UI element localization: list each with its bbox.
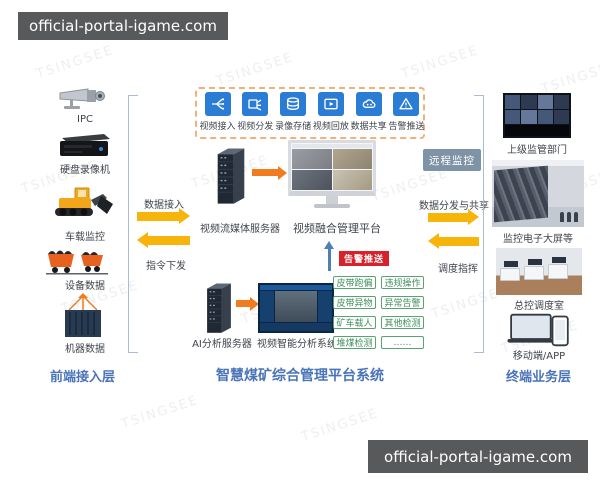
- monitor-toolbar: [292, 144, 372, 148]
- playback-icon: [317, 92, 344, 116]
- data-share-icon: [355, 92, 382, 116]
- fusion-platform-label: 视频融合管理平台: [293, 222, 381, 235]
- detection-violation: 违规操作: [381, 276, 424, 289]
- machine-data-label: 机器数据: [65, 344, 105, 355]
- capability-storage: 录像存储: [275, 92, 312, 132]
- playback-label: 视频回放: [312, 122, 349, 132]
- alarm-push-icon: [393, 92, 420, 116]
- storage-icon: [280, 92, 307, 116]
- ai-server-label: AI分析服务器: [192, 339, 252, 350]
- data-distribute-share-arrow: [428, 209, 479, 225]
- video-access-label: 视频接入: [199, 122, 236, 132]
- ipc-camera-icon: [58, 86, 108, 112]
- remote-monitor-badge: 远程监控: [423, 149, 481, 171]
- top-site-text: official-portal-igame.com: [29, 17, 217, 35]
- monitor-video-grid: [292, 149, 372, 190]
- detection-other: 其他检测: [381, 316, 424, 329]
- vehicle-monitor-label: 车载监控: [65, 232, 105, 243]
- video-distribute-icon: [242, 92, 269, 116]
- data-access-arrow: [137, 208, 190, 224]
- bottom-site-banner: official-portal-igame.com: [368, 440, 588, 473]
- dispatch-command-label: 调度指挥: [438, 264, 478, 275]
- video-distribute-label: 视频分发: [237, 122, 274, 132]
- media-to-fusion-arrow: [252, 165, 287, 180]
- command-down-arrow: [137, 232, 190, 248]
- data-access-label: 数据接入: [144, 200, 184, 211]
- dvr-icon: [54, 132, 112, 160]
- alarm-push-badge: 告警推送: [339, 251, 389, 266]
- detection-minecart-person: 矿车载人: [333, 316, 376, 329]
- data-distribute-share-label: 数据分发与共享: [419, 201, 489, 212]
- vehicle-loader-icon: [50, 182, 116, 226]
- alarm-push-label: 告警推送: [388, 122, 425, 132]
- capability-alarm: 告警推送: [388, 92, 425, 132]
- data-share-label: 数据共享: [350, 122, 387, 132]
- big-screen-photo: [492, 160, 584, 227]
- capability-video-access: 视频接入: [199, 92, 236, 132]
- terminal-layer-label: 终端业务层: [506, 370, 572, 385]
- video-access-icon: [204, 92, 231, 116]
- control-room-photo: [496, 248, 582, 295]
- mobile-app-label: 移动端/APP: [512, 351, 566, 362]
- dvr-label: 硬盘录像机: [60, 165, 110, 176]
- storage-label: 录像存储: [275, 122, 312, 132]
- front-layer-bracket: [128, 95, 138, 353]
- capability-share: 数据共享: [350, 92, 387, 132]
- capability-video-distribute: 视频分发: [237, 92, 274, 132]
- dispatch-room-label: 总控调度室: [514, 301, 564, 312]
- ai-to-analysis-arrow: [236, 296, 259, 311]
- mine-carts-icon: [46, 245, 112, 275]
- video-wall-photo: [503, 93, 571, 138]
- big-screen-label: 监控电子大屏等: [503, 234, 573, 245]
- media-server-label: 视频流媒体服务器: [200, 224, 280, 235]
- analysis-system-label: 视频智能分析系统: [257, 339, 337, 350]
- container-hoist-icon: [58, 292, 108, 340]
- ai-server-icon: [202, 281, 236, 337]
- dispatch-command-arrow: [428, 233, 479, 249]
- monitor-screen: [288, 140, 376, 196]
- detection-belt-deviation: 皮带跑偏: [333, 276, 376, 289]
- detection-more: ……: [381, 336, 424, 349]
- bottom-site-text: official-portal-igame.com: [384, 447, 572, 466]
- detection-grid: 皮带跑偏 违规操作 皮带异物 异常告警 矿车载人 其他检测 堆煤检测 ……: [333, 276, 424, 349]
- monitor-neck: [326, 196, 338, 204]
- detection-coal-pile: 堆煤检测: [333, 336, 376, 349]
- front-layer-label: 前端接入层: [50, 370, 116, 385]
- platform-layer-label: 智慧煤矿综合管理平台系统: [216, 368, 384, 384]
- mobile-app-icon: [504, 312, 574, 348]
- supervision-dept-label: 上级监管部门: [507, 145, 567, 156]
- alarm-up-arrow: [324, 241, 334, 271]
- ipc-label: IPC: [77, 114, 93, 125]
- detection-belt-foreign-object: 皮带异物: [333, 296, 376, 309]
- fusion-platform-monitor: [288, 140, 376, 208]
- media-server-icon: [212, 146, 250, 208]
- device-data-label: 设备数据: [65, 281, 105, 292]
- analysis-system-screenshot: [258, 283, 334, 333]
- monitor-base: [314, 204, 350, 208]
- command-down-label: 指令下发: [146, 261, 186, 272]
- capability-box: [195, 87, 425, 139]
- capability-playback: 视频回放: [312, 92, 349, 132]
- terminal-layer-bracket: [474, 95, 484, 353]
- detection-abnormal-alarm: 异常告警: [381, 296, 424, 309]
- top-site-banner: official-portal-igame.com: [18, 12, 228, 40]
- capability-row: 视频接入 视频分发 录像存储: [199, 92, 425, 132]
